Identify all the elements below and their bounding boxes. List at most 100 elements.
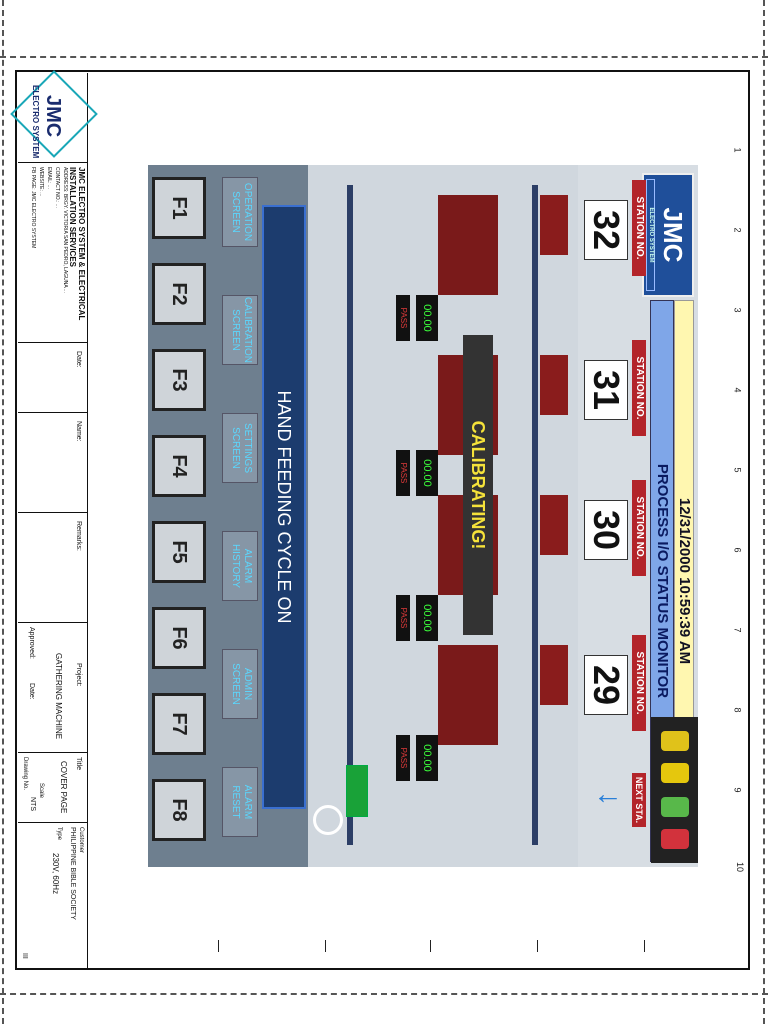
ruler-number: 10 — [735, 861, 746, 873]
station-label: STATION NO. — [632, 180, 646, 276]
operation-screen-button[interactable]: OPERATION SCREEN — [222, 177, 258, 247]
station-number: 29 — [584, 655, 628, 715]
f3-key[interactable]: F3 — [152, 349, 206, 411]
counter-display: 00.00 — [416, 295, 438, 341]
cut-line-left — [2, 0, 4, 1024]
f8-key[interactable]: F8 — [152, 779, 206, 841]
type-value: 230V, 60Hz — [51, 853, 60, 895]
address-line: CONTACT NO.: ... — [54, 167, 60, 208]
ruler-number: 1 — [732, 147, 743, 153]
motor-icon — [313, 805, 343, 835]
conveyor-line — [347, 185, 353, 845]
remarks-label: Remarks: — [75, 521, 82, 551]
f5-key[interactable]: F5 — [152, 521, 206, 583]
f6-key[interactable]: F6 — [152, 607, 206, 669]
counter-display: 00.00 — [416, 450, 438, 496]
customer-label: Customer — [78, 827, 84, 854]
alarm-history-button[interactable]: ALARM HISTORY — [222, 531, 258, 601]
calibration-screen-button[interactable]: CALIBRATION SCREEN — [222, 295, 258, 365]
ruler-number: 7 — [732, 627, 743, 633]
cut-line-bottom — [0, 993, 768, 995]
ruler-tick — [430, 940, 431, 952]
ruler-number: 4 — [732, 387, 743, 393]
ruler-number: 9 — [732, 787, 743, 793]
station-32: STATION NO. 32 — [582, 180, 646, 276]
date-label: Date: — [75, 351, 82, 368]
settings-screen-button[interactable]: SETTINGS SCREEN — [222, 413, 258, 483]
red-lamp-icon — [661, 829, 689, 849]
f2-key[interactable]: F2 — [152, 263, 206, 325]
ruler-number: 3 — [732, 307, 743, 313]
counter-display: 00.00 — [416, 595, 438, 641]
date2-label: Date: — [28, 683, 35, 700]
title-block-logo: JMC — [42, 95, 64, 138]
title-block-logo-sub: ELECTRO SYSTEM — [31, 85, 40, 159]
type-label: Type — [56, 827, 62, 841]
yellow-lamp-icon — [661, 731, 689, 751]
station-label: STATION NO. — [632, 340, 646, 436]
name-label: Name: — [75, 421, 82, 442]
ruler-number: 5 — [732, 467, 743, 473]
title-block: JMC ELECTRO SYSTEM JMC ELECTRO SYSTEM & … — [10, 70, 98, 969]
bin — [540, 645, 568, 705]
address-line: EMAIL: ... — [46, 167, 52, 189]
ruler-number: 6 — [732, 547, 743, 553]
date-cell: Date: — [18, 343, 88, 413]
revision: III — [21, 953, 28, 959]
next-station-arrow-icon[interactable]: ↓ — [593, 791, 626, 806]
conveyor-line — [532, 185, 538, 845]
station-label: STATION NO. — [632, 480, 646, 576]
bin — [540, 355, 568, 415]
address-line: ADDRESS: BRGY. VICTORIA SAN PEDRO, LAGUN… — [62, 167, 68, 293]
company-name: JMC ELECTRO SYSTEM & ELECTRICAL INSTALLA… — [68, 167, 86, 321]
approved-label: Approved: — [28, 627, 35, 659]
station-30: STATION NO. 30 — [582, 480, 646, 576]
ruler-tick — [537, 940, 538, 952]
f7-key[interactable]: F7 — [152, 693, 206, 755]
address-line: WEBSITE: ... — [38, 167, 44, 197]
hmi-screen: JMC ELECTRO SYSTEM 12/31/2000 10:59:39 A… — [148, 165, 698, 867]
scale-value: NTS — [29, 797, 36, 811]
machine-diagram: 00.00 00.00 00.00 00.00 PASS PASS PASS P… — [308, 165, 578, 867]
hmi-rotated-content: JMC ELECTRO SYSTEM 12/31/2000 10:59:39 A… — [148, 165, 698, 867]
station-number: 32 — [584, 200, 628, 260]
project-value: GATHERING MACHINE — [54, 653, 63, 740]
title-block-logo-cell: JMC ELECTRO SYSTEM — [10, 70, 98, 163]
ruler-number: 8 — [732, 707, 743, 713]
green-lamp-icon — [661, 797, 689, 817]
company-cell: JMC ELECTRO SYSTEM & ELECTRICAL INSTALLA… — [18, 163, 88, 343]
admin-screen-button[interactable]: ADMIN SCREEN — [222, 649, 258, 719]
f1-key[interactable]: F1 — [152, 177, 206, 239]
cycle-status: HAND FEEDING CYCLE ON — [262, 205, 306, 809]
project-cell: Project: GATHERING MACHINE Approved: Dat… — [18, 623, 88, 753]
amber-lamp-icon — [661, 763, 689, 783]
remarks-cell: Remarks: — [18, 513, 88, 623]
f4-key[interactable]: F4 — [152, 435, 206, 497]
alarm-reset-button[interactable]: ALARM RESET — [222, 767, 258, 837]
ruler-tick — [218, 940, 219, 952]
hmi-logo: JMC ELECTRO SYSTEM — [642, 173, 694, 297]
ruler-number: 2 — [732, 227, 743, 233]
pass-indicator: PASS — [396, 735, 410, 781]
hmi-logo-text: JMC — [658, 207, 688, 263]
station-number: 30 — [584, 500, 628, 560]
station-label: STATION NO. — [632, 635, 646, 731]
next-station-label: NEXT STA. — [632, 773, 646, 827]
calibrating-status: CALIBRATING! — [463, 335, 493, 635]
title-value: COVER PAGE — [59, 761, 68, 814]
hmi-logo-sub: ELECTRO SYSTEM — [646, 179, 655, 291]
stack-indicator — [346, 765, 368, 817]
name-cell: Name: — [18, 413, 88, 513]
feeder — [438, 195, 498, 295]
address-line: FB PAGE: JMC ELECTRO SYSTEM — [30, 167, 36, 249]
ruler-tick — [644, 940, 645, 952]
cut-line-top — [0, 56, 768, 58]
signal-tower — [651, 717, 698, 863]
scale-label: Scale — [38, 783, 44, 799]
station-29: STATION NO. 29 — [582, 635, 646, 731]
bin — [540, 195, 568, 255]
station-number: 31 — [584, 360, 628, 420]
title-cell: Title COVER PAGE Scale NTS Drawing No. — [18, 753, 88, 823]
station-31: STATION NO. 31 — [582, 340, 646, 436]
project-label: Project: — [75, 663, 82, 687]
